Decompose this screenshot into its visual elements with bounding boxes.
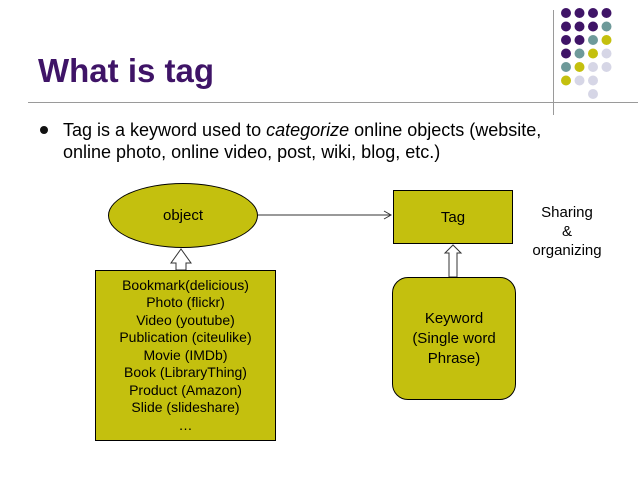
sharing-line: organizing	[532, 242, 602, 259]
sharing-line: Sharing	[541, 204, 593, 221]
decorative-dot	[588, 48, 598, 59]
decorative-dot	[561, 48, 571, 59]
bullet-text: Tag is a keyword used to categorize onli…	[63, 119, 563, 163]
bullet-emphasis: categorize	[266, 120, 350, 140]
slide-title: What is tag	[38, 52, 215, 89]
decorative-dot	[588, 35, 598, 45]
object-label: object	[162, 207, 204, 224]
keyword-box: Keyword (Single word Phrase)	[392, 277, 516, 400]
decorative-dot	[601, 21, 612, 32]
bullet-text-start: Tag is a keyword used to	[63, 120, 267, 140]
object-ellipse: object	[108, 183, 258, 248]
keyword-to-tag-arrow	[443, 244, 463, 278]
decorative-dot	[601, 35, 612, 45]
decorative-dot	[561, 8, 571, 18]
sources-to-object-arrow	[170, 248, 192, 271]
decorative-dot	[588, 21, 598, 32]
decorative-vertical-rule	[553, 10, 554, 115]
decorative-dot	[601, 62, 612, 72]
source-item: Book (LibraryThing)	[124, 364, 247, 381]
decorative-dot	[574, 35, 585, 45]
source-item: Product (Amazon)	[129, 381, 242, 398]
decorative-dot	[601, 48, 612, 59]
decorative-dot	[601, 8, 612, 18]
sharing-organizing-label: Sharing & organizing	[525, 203, 609, 260]
decorative-dot	[588, 8, 598, 18]
decorative-dot	[561, 35, 571, 45]
sources-box: Bookmark(delicious) Photo (flickr) Video…	[95, 270, 276, 441]
bullet-text-end: online objects (website, online photo, o…	[63, 120, 542, 162]
source-item: Video (youtube)	[136, 311, 235, 328]
source-item: Slide (slideshare)	[131, 399, 240, 416]
decorative-dot	[574, 48, 585, 59]
keyword-line: (Single word	[412, 329, 496, 347]
title-underline-rule	[28, 102, 638, 103]
decorative-dot	[574, 21, 585, 32]
decorative-dot	[588, 62, 598, 72]
tag-box: Tag	[393, 190, 513, 244]
source-item: Photo (flickr)	[146, 294, 225, 311]
decorative-dot	[561, 21, 571, 32]
decorative-dots	[561, 8, 612, 99]
keyword-line: Keyword	[424, 309, 484, 327]
tag-label: Tag	[440, 208, 466, 226]
source-item: Publication (citeulike)	[119, 329, 252, 346]
source-item: Movie (IMDb)	[143, 346, 228, 363]
decorative-dot	[574, 62, 585, 72]
source-item: …	[178, 416, 193, 433]
decorative-dot	[574, 75, 585, 86]
keyword-line: Phrase)	[427, 349, 481, 367]
decorative-dot	[574, 8, 585, 18]
object-to-tag-arrowhead	[383, 210, 393, 220]
bullet-point-icon	[40, 126, 48, 134]
decorative-dot	[588, 89, 598, 99]
decorative-dot	[588, 75, 598, 86]
decorative-dot	[561, 75, 571, 86]
decorative-dot	[561, 62, 571, 72]
sharing-line: &	[561, 223, 572, 240]
source-item: Bookmark(delicious)	[122, 276, 249, 293]
